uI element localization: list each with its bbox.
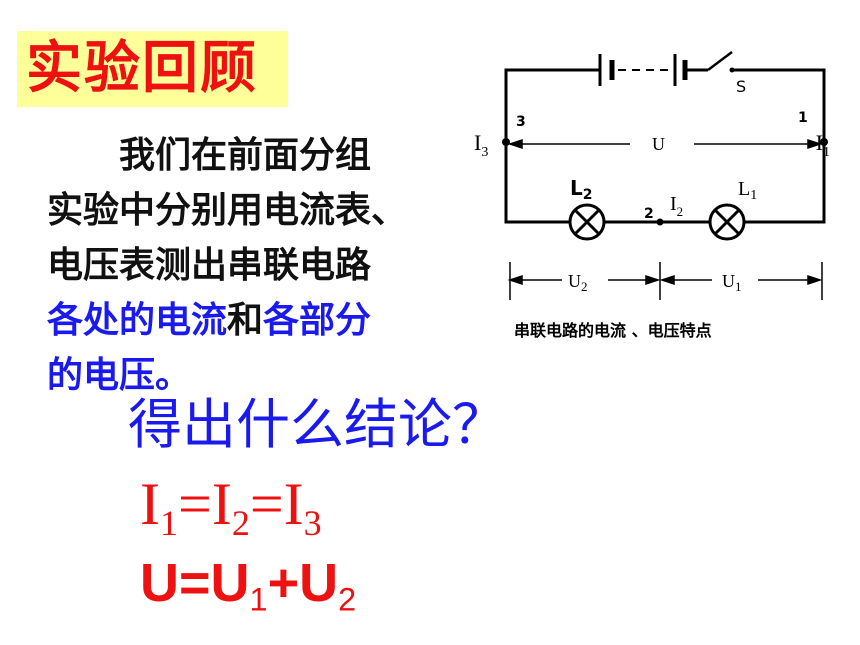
slide-title: 实验回顾	[26, 36, 258, 101]
bulb-l2-icon	[568, 203, 606, 241]
diagram-caption: 串联电路的电流 、电压特点	[514, 321, 712, 340]
circuit-wires	[504, 68, 826, 224]
para-line-1: 我们在前面分组	[119, 135, 372, 176]
label-i3: I3	[474, 130, 488, 160]
para-line-3: 电压表测出串联电路	[47, 245, 372, 286]
para-current-phrase: 各处的电流	[47, 300, 228, 341]
voltage-arrow-u	[507, 138, 823, 150]
battery-icon	[598, 54, 688, 86]
label-i1: I1	[816, 130, 830, 160]
svg-text:S: S	[736, 77, 746, 96]
label-l1: L1	[738, 178, 757, 203]
bulb-l1-icon	[708, 203, 746, 241]
intro-paragraph: 我们在前面分组 实验中分别用电流表、 电压表测出串联电路 各处的电流和各部分 的…	[47, 128, 467, 403]
label-l2: L2	[570, 176, 593, 203]
svg-text:3: 3	[516, 114, 526, 130]
conclusion-question: 得出什么结论？	[128, 393, 506, 456]
series-circuit-diagram: S U I3 I1 I2 L2 L1 3 1 2	[474, 51, 830, 340]
para-line-2: 实验中分别用电流表、	[47, 190, 408, 231]
para-and: 和	[227, 300, 264, 341]
voltage-equation: U=U1+U2	[140, 553, 357, 618]
current-equation: I1=I2=I3	[140, 471, 322, 543]
label-u1: U1	[722, 271, 742, 294]
svg-text:U: U	[652, 134, 665, 154]
label-u2: U2	[568, 271, 588, 294]
svg-text:1: 1	[798, 110, 808, 126]
para-line-5: 的电压。	[47, 355, 192, 396]
label-i2: I2	[670, 193, 683, 219]
title-highlight	[17, 31, 288, 107]
voltage-arrows-u1-u2	[507, 262, 823, 300]
svg-text:2: 2	[644, 206, 654, 222]
switch-icon: S	[707, 51, 746, 96]
para-voltage-phrase: 各部分	[263, 300, 372, 341]
